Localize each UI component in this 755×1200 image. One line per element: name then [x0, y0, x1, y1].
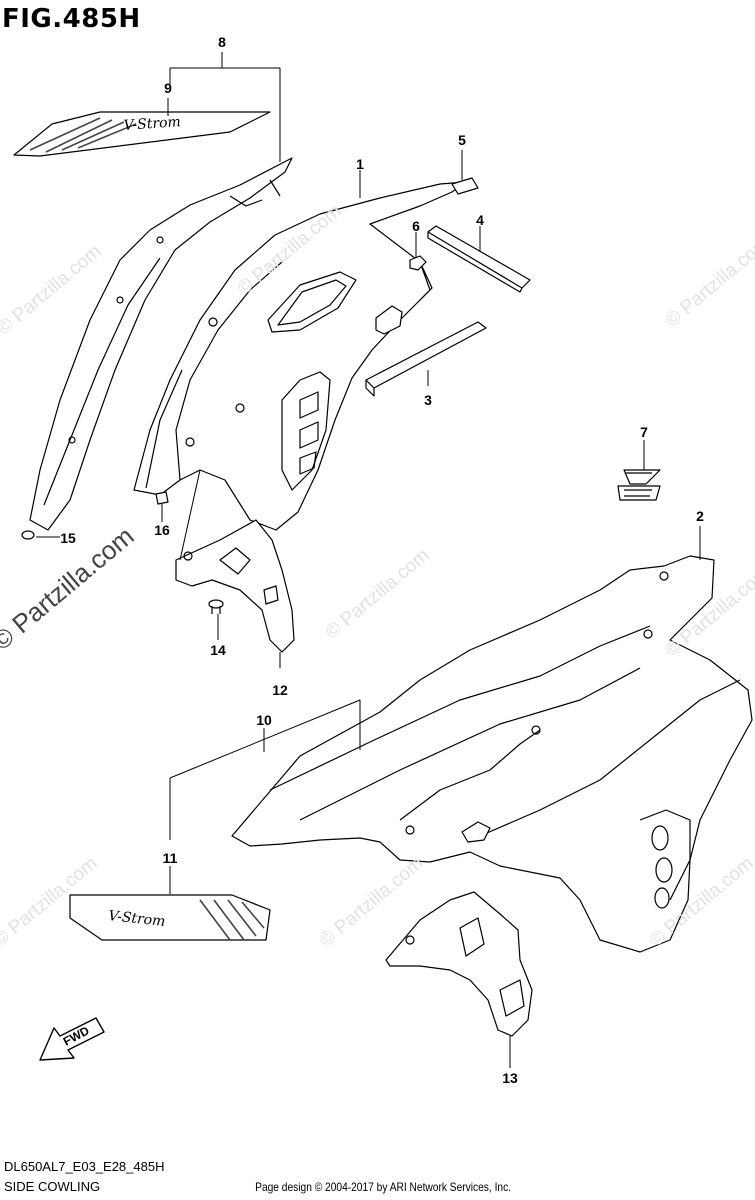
- callout-2[interactable]: 2: [696, 508, 704, 524]
- leader-lines: [36, 52, 701, 1068]
- forward-arrow-icon: FWD: [39, 1017, 105, 1061]
- upper-decal-logo-text: V-Strom: [123, 114, 181, 134]
- callout-1[interactable]: 1: [356, 156, 364, 172]
- inner-bracket: [175, 519, 295, 653]
- lower-side-cowling: [231, 555, 753, 953]
- suzuki-emblem: [617, 469, 661, 501]
- left-cowling-strip: [29, 157, 293, 531]
- foam-strip-upper: [427, 225, 531, 293]
- callout-8[interactable]: 8: [218, 34, 226, 50]
- lower-decal-logo-text: V-Strom: [108, 908, 167, 930]
- screw: [208, 599, 224, 614]
- section-name: SIDE COWLING: [4, 1179, 101, 1194]
- grommet: [21, 530, 35, 540]
- small-pad: [451, 177, 479, 195]
- upper-vstrom-decal: V-Strom: [13, 111, 271, 157]
- callout-14[interactable]: 14: [210, 642, 226, 658]
- callout-16[interactable]: 16: [154, 522, 170, 538]
- callout-6[interactable]: 6: [412, 218, 420, 234]
- callout-11[interactable]: 11: [162, 850, 178, 866]
- figure-title: FIG.485H: [2, 4, 141, 34]
- callout-5[interactable]: 5: [458, 132, 466, 148]
- callout-10[interactable]: 10: [256, 712, 272, 728]
- callout-3[interactable]: 3: [424, 392, 432, 408]
- callout-12[interactable]: 12: [272, 682, 288, 698]
- callout-13[interactable]: 13: [502, 1070, 518, 1086]
- clip-nut: [409, 255, 427, 271]
- callout-15[interactable]: 15: [60, 530, 76, 546]
- foam-strip-lower: [365, 321, 487, 397]
- callout-7[interactable]: 7: [640, 424, 648, 440]
- callout-4[interactable]: 4: [476, 212, 484, 228]
- lower-bracket: [385, 891, 533, 1037]
- model-code: DL650AL7_E03_E28_485H: [4, 1159, 165, 1174]
- copyright-notice: Page design © 2004-2017 by ARI Network S…: [255, 1180, 511, 1194]
- upper-side-cowling: [133, 181, 467, 531]
- callout-9[interactable]: 9: [164, 80, 172, 96]
- lower-vstrom-decal: V-Strom: [69, 894, 271, 941]
- small-clip: [155, 491, 169, 505]
